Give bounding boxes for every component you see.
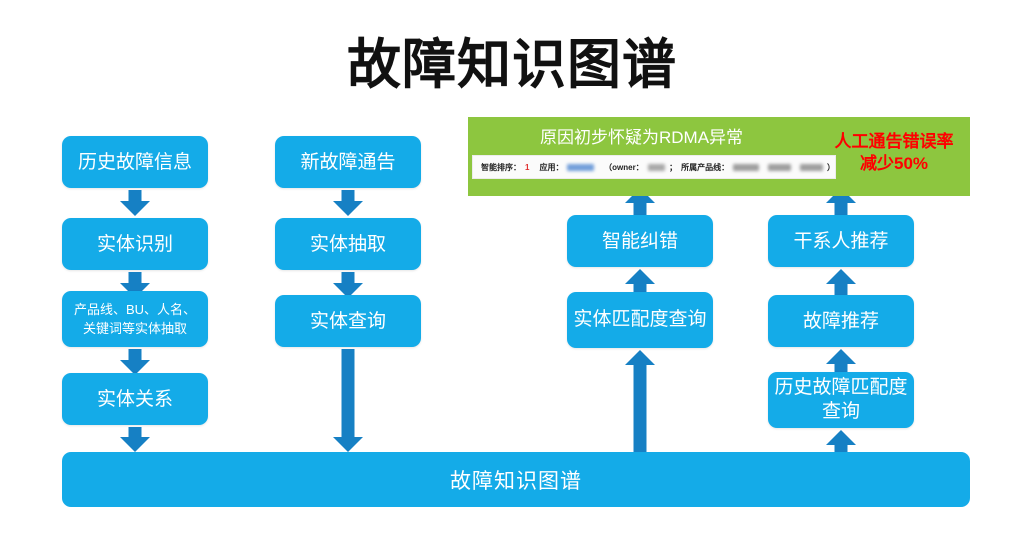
highlight-line-2: 减少50%	[859, 154, 929, 173]
arrow-up-col3-1	[625, 269, 655, 295]
result-record-strip[interactable]: 智能排序： 1 应用： （owner： ； 所属产品线： ）	[472, 155, 836, 179]
node-fault-knowledge-graph-base[interactable]: 故障知识图谱	[62, 452, 970, 507]
product-line-label: 所属产品线：	[681, 162, 730, 172]
arrow-up-base-to-col3	[625, 350, 655, 452]
node-entity-recognition[interactable]: 实体识别	[62, 218, 208, 270]
owner-value-redacted	[647, 163, 666, 171]
closing-paren: ）	[827, 162, 835, 172]
arrow-down-col1-1	[120, 190, 150, 216]
separator-semicolon: ；	[669, 162, 678, 172]
rank-label: 智能排序：	[481, 162, 521, 172]
node-entity-relation[interactable]: 实体关系	[62, 373, 208, 425]
arrow-down-col1-to-base	[120, 427, 150, 452]
app-value-redacted	[567, 163, 595, 171]
arrow-up-col4-2	[826, 349, 856, 374]
highlight-line-1: 人工通告错误率	[834, 132, 954, 151]
arrow-down-col1-3	[120, 349, 150, 375]
node-new-fault-notice[interactable]: 新故障通告	[275, 136, 421, 188]
page-title: 故障知识图谱	[347, 35, 677, 95]
node-stakeholder-recommend[interactable]: 干系人推荐	[768, 215, 914, 267]
app-label: 应用：	[539, 162, 564, 172]
product-line-value-redacted-2	[767, 163, 791, 171]
rank-value: 1	[525, 162, 530, 172]
arrow-up-base-to-col4	[826, 430, 856, 452]
node-smart-correction[interactable]: 智能纠错	[567, 215, 713, 267]
node-entity-extract[interactable]: 实体抽取	[275, 218, 421, 270]
node-history-fault-match-query[interactable]: 历史故障匹配度查询	[768, 372, 914, 428]
node-fault-recommend[interactable]: 故障推荐	[768, 295, 914, 347]
result-panel: 原因初步怀疑为RDMA异常 智能排序： 1 应用： （owner： ； 所属产品…	[468, 117, 970, 196]
owner-label: （owner：	[604, 162, 644, 172]
product-line-value-redacted-3	[799, 163, 823, 171]
highlight-note: 人工通告错误率 减少50%	[824, 131, 964, 175]
node-entity-match-query[interactable]: 实体匹配度查询	[567, 292, 713, 348]
result-panel-caption: 原因初步怀疑为RDMA异常	[540, 128, 744, 147]
arrow-down-col2-to-base	[333, 349, 363, 452]
product-line-value-redacted-1	[733, 163, 759, 171]
arrow-up-col4-1	[826, 269, 856, 295]
node-history-fault-info[interactable]: 历史故障信息	[62, 136, 208, 188]
arrow-down-col2-1	[333, 190, 363, 216]
node-entity-extraction-detail[interactable]: 产品线、BU、人名、 关键词等实体抽取	[62, 291, 208, 347]
arrow-down-col2-2	[333, 272, 363, 298]
node-entity-query[interactable]: 实体查询	[275, 295, 421, 347]
